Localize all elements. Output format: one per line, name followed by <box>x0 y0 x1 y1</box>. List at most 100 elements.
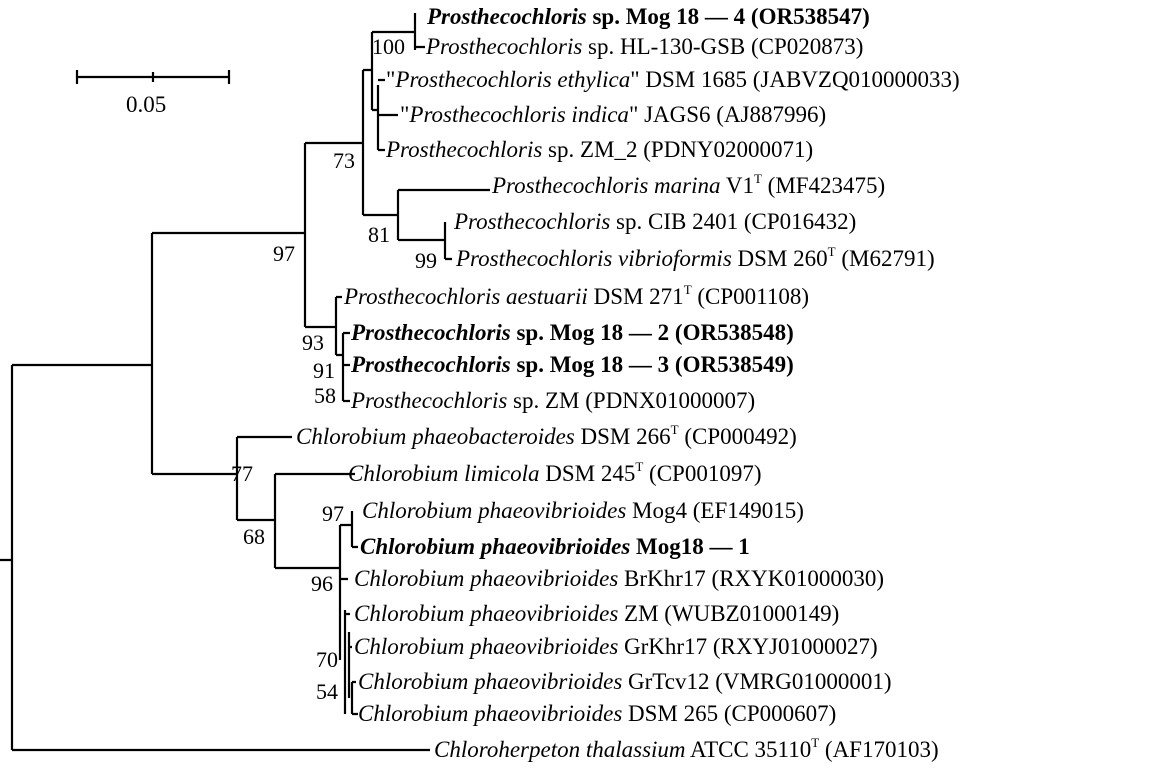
taxon-label-part: Chlorobium phaeovibrioides <box>354 601 619 626</box>
bootstrap-value: 96 <box>311 571 333 596</box>
taxon-label: Chlorobium limicola DSM 245T (CP001097) <box>348 459 762 486</box>
taxon-label: "Prosthecochloris indica" JAGS6 (AJ88799… <box>400 103 826 126</box>
taxon-label: Prosthecochloris aestuarii DSM 271T (CP0… <box>344 282 809 309</box>
root-branches <box>0 363 430 752</box>
taxon-label-part: Mog18 — 1 <box>630 534 750 559</box>
taxon-label-part: V1 <box>720 173 754 198</box>
chlorobium-clade <box>152 435 358 716</box>
taxon-label: Prosthecochloris marina V1T (MF423475) <box>492 171 886 198</box>
taxon-label-part: GrTcv12 (VMRG01000001) <box>622 669 892 694</box>
taxon-label-part: Prosthecochloris marina <box>492 173 721 198</box>
taxon-label-part: BrKhr17 (RXYK01000030) <box>618 566 885 591</box>
taxon-label-part: Chlorobium phaeovibrioides <box>358 669 623 694</box>
taxon-label-part: Prosthecochloris <box>386 137 543 162</box>
taxon-label-part: sp. ZM_2 (PDNY02000071) <box>542 137 814 162</box>
taxon-label-part: Prosthecochloris vibrioformis <box>456 246 732 271</box>
bootstrap-value: 97 <box>322 501 344 526</box>
taxon-label: Prosthecochloris sp. ZM (PDNX01000007) <box>351 389 755 412</box>
bootstrap-value: 54 <box>316 679 338 704</box>
taxon-label-part: ATCC 35110 <box>685 737 812 762</box>
taxon-label-part: Prosthecochloris <box>426 34 583 59</box>
taxon-label: Chlorobium phaeovibrioides BrKhr17 (RXYK… <box>354 567 884 590</box>
bootstrap-value: 99 <box>415 248 437 273</box>
taxon-label-part: Mog4 (EF149015) <box>626 498 804 523</box>
taxon-label-part: Chlorobium phaeovibrioides <box>358 701 623 726</box>
type-strain-mark: T <box>827 244 836 259</box>
taxon-label-part: Chlorobium limicola <box>348 461 540 486</box>
taxon-label-part: " <box>386 67 396 92</box>
taxon-label: Chloroherpeton thalassium ATCC 35110T (A… <box>434 735 939 762</box>
taxon-label-part: (MF423475) <box>761 173 886 198</box>
bootstrap-value: 73 <box>333 148 355 173</box>
bootstrap-value: 100 <box>372 34 405 59</box>
scale-bar <box>75 70 231 84</box>
bootstrap-value: 93 <box>302 330 324 355</box>
taxon-label-part: Chlorobium phaeobacteroides <box>296 424 575 449</box>
taxon-label-part: sp. ZM (PDNX01000007) <box>507 388 756 413</box>
scale-bar-label: 0.05 <box>126 92 167 117</box>
bootstrap-value: 97 <box>273 241 295 266</box>
taxon-label: Chlorobium phaeovibrioides GrTcv12 (VMRG… <box>358 670 892 693</box>
taxon-label-part: (CP000492) <box>678 424 797 449</box>
bootstrap-value: 91 <box>313 358 335 383</box>
bootstrap-value: 58 <box>314 383 336 408</box>
taxon-label-part: Chlorobium phaeovibrioides <box>360 534 631 559</box>
bootstrap-value: 81 <box>368 222 390 247</box>
prosthecochloris-clade <box>150 13 490 474</box>
taxon-label: Chlorobium phaeovibrioides ZM (WUBZ01000… <box>354 602 839 625</box>
type-strain-mark: T <box>670 422 679 437</box>
type-strain-mark: T <box>635 459 644 474</box>
taxon-label-part: Chlorobium phaeovibrioides <box>354 634 619 659</box>
taxon-label-part: Prosthecochloris <box>351 352 511 377</box>
taxon-label-part: Chlorobium phaeovibrioides <box>362 498 627 523</box>
taxon-label-part: Prosthecochloris <box>351 320 511 345</box>
bootstrap-value: 77 <box>231 461 253 486</box>
taxon-label: Prosthecochloris sp. Mog 18 — 3 (OR53854… <box>351 353 794 376</box>
taxon-label-part: Prosthecochloris aestuarii <box>344 284 588 309</box>
taxon-label-part: GrKhr17 (RXYJ01000027) <box>618 634 878 659</box>
taxon-label-part: Prosthecochloris ethylica <box>395 67 631 92</box>
taxon-label-part: Prosthecochloris <box>427 4 587 29</box>
taxon-label: Prosthecochloris sp. Mog 18 — 4 (OR53854… <box>427 5 870 28</box>
type-strain-mark: T <box>753 171 762 186</box>
bootstrap-value: 68 <box>243 524 265 549</box>
taxon-label-part: " <box>400 102 410 127</box>
taxon-label-part: sp. Mog 18 — 4 (OR538547) <box>586 4 870 29</box>
taxon-label-part: Prosthecochloris indica <box>409 102 629 127</box>
taxon-label-part: sp. Mog 18 — 3 (OR538549) <box>510 352 794 377</box>
taxon-label: Prosthecochloris sp. CIB 2401 (CP016432) <box>454 210 856 233</box>
taxon-label-part: sp. CIB 2401 (CP016432) <box>610 209 857 234</box>
taxon-label-part: DSM 260 <box>731 246 828 271</box>
taxon-label: Prosthecochloris vibrioformis DSM 260T (… <box>456 244 935 271</box>
taxon-label-part: DSM 245 <box>539 461 636 486</box>
taxon-label: Chlorobium phaeovibrioides GrKhr17 (RXYJ… <box>354 635 878 658</box>
taxon-label: Chlorobium phaeovibrioides DSM 265 (CP00… <box>358 702 836 725</box>
taxon-label-part: " JAGS6 (AJ887996) <box>628 102 827 127</box>
taxon-label-part: DSM 265 (CP000607) <box>622 701 837 726</box>
taxon-label-part: sp. HL-130-GSB (CP020873) <box>582 34 864 59</box>
taxon-label-part: (AF170103) <box>819 737 939 762</box>
taxon-label-part: DSM 271 <box>587 284 684 309</box>
taxon-label-part: DSM 266 <box>574 424 671 449</box>
type-strain-mark: T <box>683 282 692 297</box>
bootstrap-value: 70 <box>316 647 338 672</box>
taxon-label-part: Prosthecochloris <box>454 209 611 234</box>
taxon-label: Chlorobium phaeovibrioides Mog4 (EF14901… <box>362 499 804 522</box>
taxon-label-part: ZM (WUBZ01000149) <box>618 601 840 626</box>
taxon-label: Prosthecochloris sp. Mog 18 — 2 (OR53854… <box>351 321 794 344</box>
taxon-label: "Prosthecochloris ethylica" DSM 1685 (JA… <box>386 68 960 91</box>
taxon-label-part: sp. Mog 18 — 2 (OR538548) <box>510 320 794 345</box>
taxon-label: Prosthecochloris sp. ZM_2 (PDNY02000071) <box>386 138 813 161</box>
taxon-label-part: (M62791) <box>835 246 935 271</box>
taxon-label-part: " DSM 1685 (JABVZQ010000033) <box>630 67 960 92</box>
taxon-label: Chlorobium phaeovibrioides Mog18 — 1 <box>360 535 750 558</box>
taxon-label: Chlorobium phaeobacteroides DSM 266T (CP… <box>296 422 797 449</box>
taxon-label-part: Chlorobium phaeovibrioides <box>354 566 619 591</box>
taxon-label-part: (CP001097) <box>643 461 762 486</box>
type-strain-mark: T <box>811 735 820 750</box>
taxon-label-part: Prosthecochloris <box>351 388 508 413</box>
taxon-label-part: (CP001108) <box>691 284 809 309</box>
taxon-label: Prosthecochloris sp. HL-130-GSB (CP02087… <box>426 35 863 58</box>
